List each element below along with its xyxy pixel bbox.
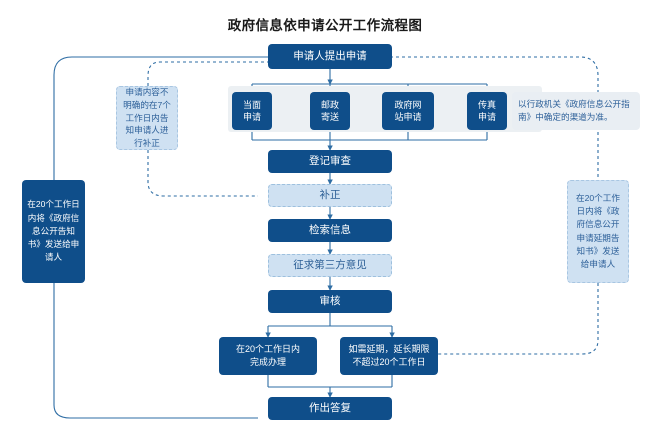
note-supplement-instruction: 申请内容不明确的在7个工作日内告知申请人进行补正 [116,86,178,150]
node-channel-postal[interactable]: 邮政 寄送 [310,92,350,130]
node-complete-within-20-days[interactable]: 在20个工作日内 完成办理 [219,337,317,375]
node-channel-website[interactable]: 政府网 站申请 [382,92,434,130]
page-title: 政府信息依申请公开工作流程图 [227,18,423,33]
note-disclosure-letter: 在20个工作日内将《政府信息公开告知书》发送给申请人 [22,180,85,283]
note-extension-letter: 在20个工作日内将《政府信息公开申请延期告知书》发送给申请人 [567,180,629,283]
node-start[interactable]: 申请人提出申请 [268,44,392,69]
node-third-party-opinion[interactable]: 征求第三方意见 [268,254,392,277]
node-audit[interactable]: 审核 [268,290,392,313]
node-retrieve-info[interactable]: 检索信息 [268,219,392,242]
node-reply[interactable]: 作出答复 [268,397,392,420]
note-channel-source: 以行政机关《政府信息公开指南》中确定的渠道为准。 [512,92,640,130]
node-extension-20-days[interactable]: 如需延期，延长期限 不超过20个工作日 [340,337,438,375]
node-channel-fax[interactable]: 传真 申请 [467,92,507,130]
node-channel-in-person[interactable]: 当面 申请 [232,92,272,130]
node-supplement[interactable]: 补正 [268,184,392,207]
node-register-review[interactable]: 登记审查 [268,150,392,173]
